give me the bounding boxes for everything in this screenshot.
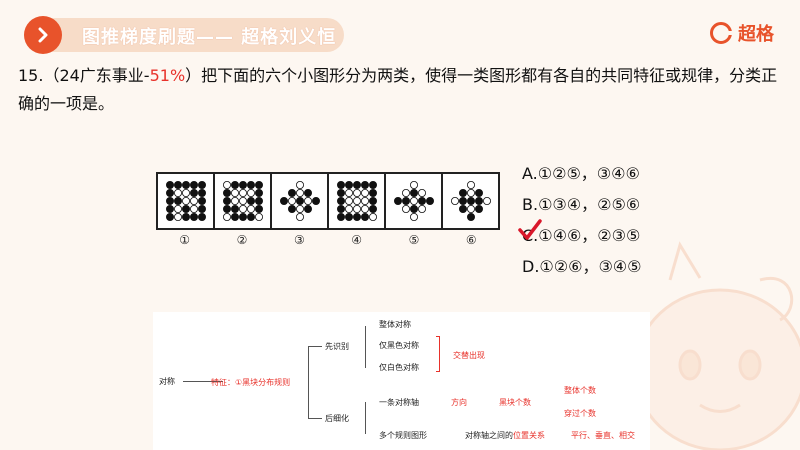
option-text: ①③④，②⑤⑥ <box>538 195 641 214</box>
mindmap-count-item: 穿过个数 <box>564 409 596 418</box>
option-d[interactable]: D.①②⑥，③④⑤ <box>522 251 641 282</box>
figure-label: ② <box>236 233 248 247</box>
mindmap-b2-item1: 一条对称轴 <box>379 398 419 407</box>
dot-diamond-5 <box>393 181 434 222</box>
mindmap-b2-item2: 多个规则图形 <box>379 431 427 440</box>
mindmap-b1-item: 整体对称 <box>379 320 411 329</box>
option-a[interactable]: A.①②⑤，③④⑥ <box>522 158 641 189</box>
option-letter: B. <box>522 195 539 214</box>
dot-grid-1 <box>165 181 206 222</box>
mindmap-branch-identify: 先识别 <box>325 342 349 351</box>
check-mark-icon <box>518 219 542 240</box>
mindmap-b1-note: 交替出现 <box>453 351 485 360</box>
option-text: ①②⑥，③④⑤ <box>539 257 642 276</box>
dot-grid-2 <box>222 181 263 222</box>
brand-logo-icon <box>710 22 733 44</box>
mindmap-feature: 特征：①黑块分布规则 <box>211 378 291 387</box>
header-title: 图推梯度刷题—— 超格刘义恒 <box>82 27 337 48</box>
next-arrow-icon[interactable] <box>24 16 62 54</box>
figure-labels: ① ② ③ ④ ⑤ ⑥ <box>156 233 500 247</box>
dot-diamond-6 <box>450 181 491 222</box>
dot-grid-4 <box>336 181 377 222</box>
question-body: ）把下面的六个小图形分为两类，使得一类图形都有各自的共同特征或规律，分类正确的一… <box>18 66 778 113</box>
mindmap-direction: 方向 <box>451 398 467 407</box>
option-b[interactable]: B.①③④，②⑤⑥ <box>522 189 641 220</box>
option-letter: A. <box>522 164 538 183</box>
figure-label: ⑤ <box>408 233 420 247</box>
option-text: ①④⑥，②③⑤ <box>538 226 641 245</box>
figure-4 <box>329 174 386 228</box>
mindmap-count-item: 整体个数 <box>564 386 596 395</box>
brand-logo: 超格 <box>710 20 774 46</box>
figure-6 <box>443 174 498 228</box>
question-prefix: 15.（24广东事业- <box>18 66 150 85</box>
figure-2 <box>215 174 272 228</box>
mindmap-root: 对称 <box>159 377 175 386</box>
mindmap-b1-item: 仅黑色对称 <box>379 341 419 350</box>
dot-diamond-3 <box>279 181 320 222</box>
mindmap-b1-item: 仅白色对称 <box>379 363 419 372</box>
figure-label: ④ <box>351 233 363 247</box>
mind-map: 对称 特征：①黑块分布规则 先识别 后细化 整体对称 仅黑色对称 仅白色对称 交… <box>153 312 650 450</box>
option-text: ①②⑤，③④⑥ <box>537 164 640 183</box>
figure-3 <box>272 174 329 228</box>
mindmap-branch-refine: 后细化 <box>325 414 349 423</box>
brand-logo-text: 超格 <box>738 24 774 45</box>
mindmap-relation-types: 平行、垂直、相交 <box>571 431 635 440</box>
header-pill <box>24 18 344 52</box>
mindmap-black-count: 黑块个数 <box>499 398 531 407</box>
option-letter: D. <box>522 257 540 276</box>
figure-label: ③ <box>293 233 305 247</box>
unicorn-mascot-icon <box>633 241 800 450</box>
header-bar: 图推梯度刷题—— 超格刘义恒 超格 <box>0 0 800 62</box>
figure-1 <box>158 174 215 228</box>
mindmap-between: 对称轴之间的位置关系 <box>465 431 545 440</box>
figure-strip <box>156 172 500 230</box>
question-rate: 51% <box>149 66 186 85</box>
figure-label: ⑥ <box>465 233 477 247</box>
figure-5 <box>386 174 443 228</box>
figure-label: ① <box>179 233 191 247</box>
question-text: 15.（24广东事业-51%）把下面的六个小图形分为两类，使得一类图形都有各自的… <box>18 62 788 118</box>
